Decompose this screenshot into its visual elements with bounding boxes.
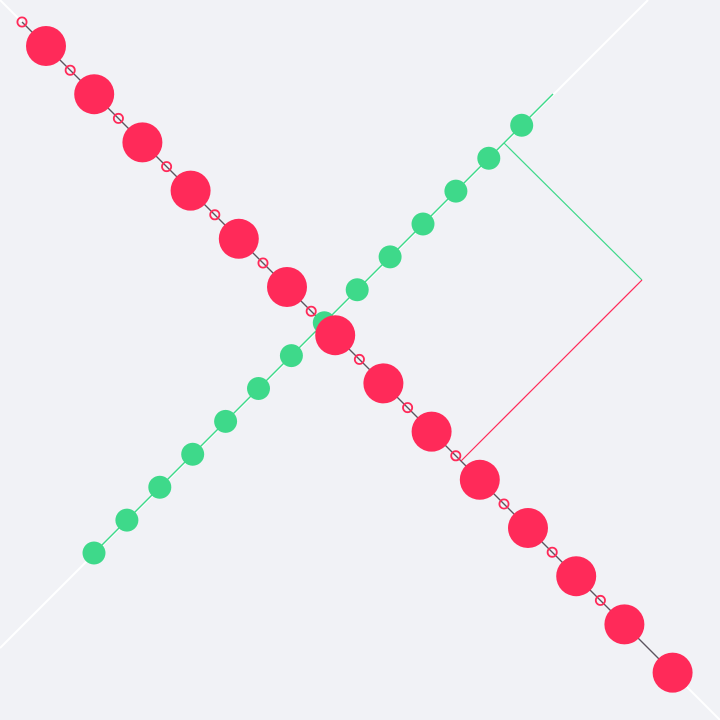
red-dot bbox=[459, 459, 500, 500]
green-dot bbox=[378, 245, 402, 269]
green-dot bbox=[279, 344, 303, 368]
red-ring bbox=[161, 161, 173, 173]
bracket-red-arm bbox=[460, 279, 643, 462]
green-dot bbox=[247, 377, 270, 400]
green-dot bbox=[411, 212, 435, 236]
red-ring bbox=[305, 305, 317, 317]
green-dot bbox=[510, 113, 534, 137]
red-dot-group bbox=[26, 26, 693, 693]
green-dot bbox=[345, 278, 369, 302]
green-dot bbox=[181, 442, 205, 466]
red-ring bbox=[353, 353, 365, 365]
red-ring bbox=[498, 498, 510, 510]
green-dot bbox=[477, 146, 501, 170]
red-dot bbox=[218, 218, 259, 259]
red-dot bbox=[652, 652, 693, 693]
red-dot bbox=[122, 122, 163, 163]
red-ring bbox=[594, 594, 606, 606]
red-dot bbox=[508, 508, 548, 548]
green-dot bbox=[444, 179, 468, 203]
red-dot bbox=[26, 26, 66, 66]
red-dot bbox=[604, 604, 645, 645]
green-dot bbox=[148, 475, 172, 499]
green-dot-group bbox=[82, 113, 534, 565]
red-ring bbox=[450, 450, 462, 462]
bracket-green-arm bbox=[503, 142, 643, 281]
green-dot bbox=[115, 508, 139, 532]
red-ring bbox=[209, 209, 221, 221]
green-dot bbox=[214, 409, 238, 433]
red-dot bbox=[411, 411, 452, 452]
red-ring bbox=[112, 112, 124, 124]
green-dot bbox=[82, 541, 106, 565]
red-ring bbox=[546, 546, 558, 558]
red-ring bbox=[257, 257, 269, 269]
red-dot bbox=[556, 556, 597, 597]
red-ring bbox=[16, 16, 28, 28]
red-dot bbox=[170, 170, 211, 211]
red-ring-group bbox=[16, 16, 606, 606]
red-dot bbox=[363, 363, 404, 404]
red-ring bbox=[64, 64, 76, 76]
red-dot bbox=[74, 74, 115, 115]
red-ring bbox=[402, 402, 414, 414]
red-dot bbox=[315, 315, 356, 356]
red-dot bbox=[267, 267, 307, 307]
